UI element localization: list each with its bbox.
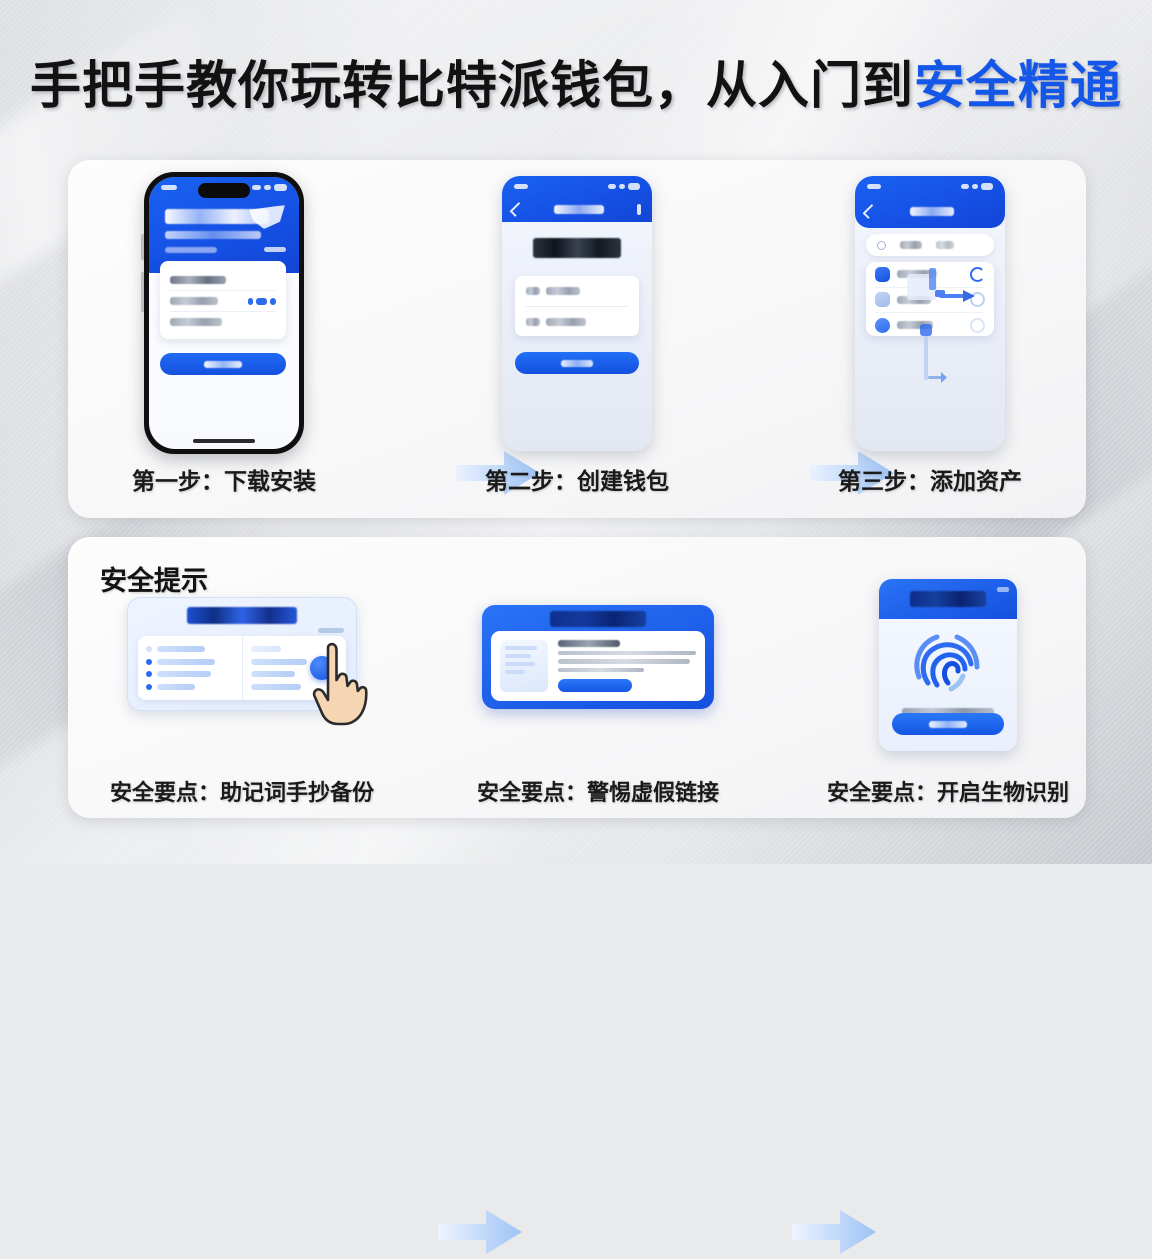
page-title-main: 手把手教你玩转比特派钱包，从入门到: [29, 57, 914, 114]
nav-bar: [502, 200, 652, 218]
app-header-caption: [165, 247, 217, 253]
arrow-step1-to-step2: [456, 446, 540, 500]
phishing-dialog-body: [491, 631, 705, 701]
fingerprint-icon: [914, 634, 980, 692]
create-wallet-button[interactable]: [515, 352, 639, 374]
list-item[interactable]: [170, 311, 276, 332]
app-header: [855, 176, 1005, 228]
safety-caption: 安全要点：警惕虚假链接: [476, 780, 719, 805]
list-item: [146, 671, 234, 678]
asset-pin-icon: [920, 324, 947, 383]
status-icons: [961, 183, 993, 190]
mnemonic-card-badge: [318, 628, 344, 633]
safety-caption: 安全要点：开启生物识别: [826, 780, 1069, 805]
app-header: [502, 176, 652, 222]
enable-biometric-button[interactable]: [892, 713, 1004, 735]
phishing-card-title: [550, 611, 646, 627]
mnemonic-column: [138, 636, 242, 700]
page-title: 手把手教你玩转比特派钱包，从入门到安全精通: [0, 44, 1152, 118]
list-item: [250, 683, 339, 690]
phone-device-mockup: [141, 172, 304, 454]
status-icons: [252, 184, 287, 191]
nav-title: [554, 204, 604, 214]
app-header-link[interactable]: [264, 247, 286, 252]
phone-screen: [149, 177, 299, 449]
phishing-confirm-button[interactable]: [558, 678, 632, 693]
nav-bar: [855, 202, 1005, 220]
nav-title: [910, 206, 954, 216]
asset-icon: [875, 292, 890, 308]
list-item: [250, 671, 339, 678]
step-caption: 第三步：添加资产: [838, 468, 1022, 494]
back-arrow-icon[interactable]: [862, 203, 878, 219]
create-wallet-heading: [502, 238, 652, 258]
arrow-safety1-to-safety2: [438, 1205, 522, 1259]
phishing-thumbnail: [500, 640, 548, 692]
download-button[interactable]: [160, 353, 286, 375]
biometric-unlock-card: [879, 579, 1017, 751]
biometric-hint-text: [902, 708, 994, 715]
list-item[interactable]: [875, 312, 985, 338]
arrow-step2-to-step3: [810, 446, 894, 500]
create-wallet-form: [515, 276, 639, 336]
tab-label[interactable]: [936, 241, 954, 249]
mnemonic-card-title: [187, 607, 297, 624]
asset-toggle[interactable]: [970, 266, 985, 282]
safety-caption: 安全要点：助记词手抄备份: [109, 780, 374, 805]
app-header-title: [165, 209, 269, 224]
list-item: [146, 658, 234, 665]
list-item: [250, 658, 339, 665]
status-bar: [502, 176, 652, 190]
list-item: [146, 646, 234, 653]
asset-toggle[interactable]: [970, 317, 985, 333]
mnemonic-column: [241, 636, 347, 700]
safety-panel: 安全提示: [68, 537, 1086, 1254]
status-bar: [855, 176, 1005, 190]
step-caption: 第二步：创建钱包: [485, 468, 669, 494]
phone-screen-mockup: [855, 176, 1005, 451]
back-arrow-icon[interactable]: [509, 201, 525, 217]
status-icons: [608, 183, 640, 190]
asset-toggle[interactable]: [970, 292, 985, 308]
biometric-card-header: [879, 579, 1017, 619]
asset-search-tabs[interactable]: [866, 234, 994, 256]
phishing-heading: [558, 640, 620, 647]
status-time: [161, 185, 177, 190]
header-corner-icon: [997, 587, 1009, 592]
asset-icon: [875, 317, 890, 333]
dynamic-island: [198, 183, 250, 198]
list-item[interactable]: [170, 270, 276, 290]
status-time: [867, 184, 881, 189]
hand-cursor-icon: [312, 642, 368, 726]
mnemonic-backup-card: [127, 597, 368, 726]
download-info-card: [160, 261, 286, 339]
page-title-accent: 安全精通: [914, 57, 1123, 114]
list-item[interactable]: [170, 290, 276, 311]
safety-section-heading: 安全提示: [100, 566, 208, 596]
phone-screen-mockup: [502, 176, 652, 451]
tab-label[interactable]: [900, 241, 922, 249]
list-item: [146, 683, 234, 690]
home-indicator: [193, 439, 255, 443]
steps-panel: 第一步：下载安装: [68, 160, 1086, 518]
platform-badges: [248, 297, 276, 305]
phishing-text-block: [558, 640, 696, 693]
list-item: [250, 646, 339, 653]
arrow-safety2-to-safety3: [792, 1205, 876, 1259]
app-header-subtitle: [165, 231, 261, 239]
status-bar: [149, 177, 299, 191]
wallet-name-field[interactable]: [526, 276, 628, 306]
search-icon[interactable]: [877, 240, 886, 250]
phishing-warning-card: [482, 605, 714, 709]
biometric-card-title: [910, 591, 986, 607]
status-time: [514, 184, 528, 189]
asset-illustration-icon: [907, 268, 975, 302]
step-caption: 第一步：下载安装: [132, 468, 316, 494]
asset-icon: [875, 266, 890, 282]
wallet-password-field[interactable]: [526, 306, 628, 337]
more-icon[interactable]: [637, 203, 641, 215]
